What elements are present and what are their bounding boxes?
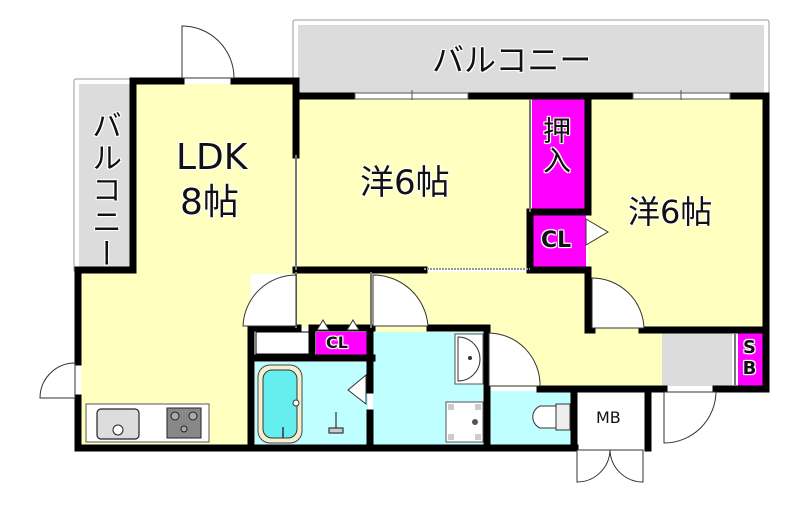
- balcony-top: [292, 19, 770, 99]
- door-mb-left: [576, 449, 611, 483]
- doors: [39, 25, 717, 483]
- windows: [354, 90, 731, 100]
- balcony-left-label: バルコニー: [86, 110, 121, 270]
- shower-faucet-icon: [328, 412, 344, 434]
- closet-middle-label: CL: [541, 228, 572, 253]
- shoe-box-label: SB: [739, 337, 760, 379]
- ldk-size: 8帖: [180, 182, 239, 223]
- door-entrance: [663, 391, 717, 444]
- room-middle-label: 洋6帖: [360, 163, 450, 203]
- balcony-top-label: バルコニー: [432, 41, 592, 79]
- shoe-box: [738, 333, 764, 386]
- washing-machine-pan-icon: [445, 401, 484, 443]
- door-hall-ldk: [242, 274, 297, 327]
- closet-hall-label: CL: [326, 333, 348, 352]
- meter-box-label: MB: [596, 408, 621, 427]
- balcony-left: [73, 78, 137, 273]
- door-right-room: [591, 277, 645, 329]
- gas-stove-icon: [166, 407, 202, 439]
- closet-middle: [532, 214, 586, 268]
- door-bath: [347, 373, 367, 406]
- door-ldk-top: [181, 25, 235, 79]
- ldk-name: LDK: [176, 137, 248, 178]
- door-mb-right: [609, 449, 644, 483]
- sink-icon: [96, 408, 140, 440]
- door-washroom: [372, 274, 429, 327]
- closet-hall: [316, 332, 368, 356]
- walls: [74, 77, 770, 452]
- entrance-genkan: [662, 333, 732, 386]
- kitchen-counter: [85, 403, 210, 443]
- door-toilet: [488, 332, 541, 387]
- wash-basin-icon: [454, 333, 484, 385]
- meter-box-area: [576, 391, 646, 445]
- toilet-icon: [532, 403, 571, 431]
- storage-small: [255, 331, 313, 355]
- room-right-label: 洋6帖: [628, 193, 713, 231]
- oshiire-closet: [532, 99, 586, 209]
- bathtub-icon: [257, 364, 303, 444]
- door-ldk-left: [39, 362, 76, 399]
- oshiire-label: 押入: [539, 116, 572, 176]
